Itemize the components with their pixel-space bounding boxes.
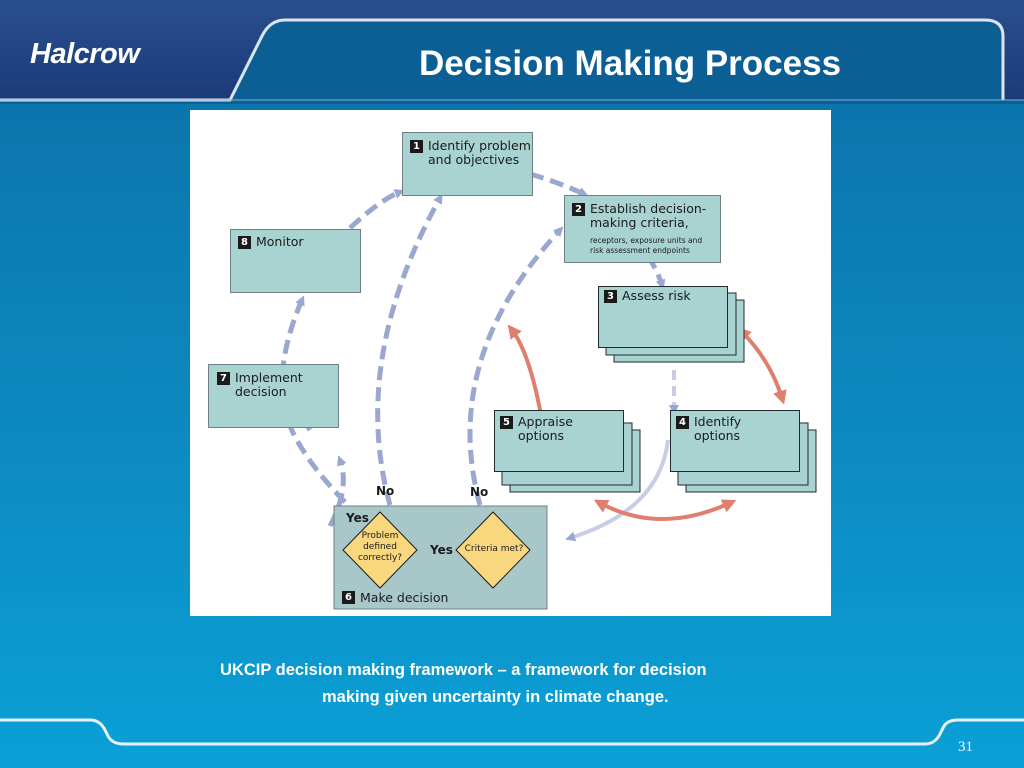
criteria-met-diamond [455, 511, 531, 589]
halcrow-logo: Halcrow [30, 38, 140, 70]
no-loop-arrows [375, 193, 564, 506]
slide-header: Halcrow Decision Making Process [0, 0, 1024, 104]
step-6-label: Make decision [360, 590, 449, 605]
step-3-label: Assess risk [622, 288, 691, 303]
step-7-number: 7 [217, 372, 230, 385]
decision-process-diagram: 1 Identify problem and objectives 2 Esta… [190, 110, 831, 616]
yes-label-top: Yes [346, 511, 369, 525]
step-6-number: 6 [342, 591, 355, 604]
step-1-label: Identify problem and objectives [428, 138, 531, 167]
step-8-box [230, 229, 361, 293]
step-2-label: Establish decision- making criteria, [590, 201, 707, 230]
step-2-number: 2 [572, 203, 585, 216]
page-number: 31 [958, 739, 973, 755]
step-5-number: 5 [500, 416, 513, 429]
yes-label-middle: Yes [430, 543, 453, 557]
step-3-box [598, 286, 728, 348]
header-banner-shape [0, 0, 1024, 104]
step-5-box [494, 410, 624, 472]
caption-line-2: making given uncertainty in climate chan… [322, 688, 669, 706]
step-8-label: Monitor [256, 234, 304, 249]
criteria-met-label: Criteria met? [464, 544, 524, 554]
risk-to-decision-arrow [565, 370, 679, 542]
problem-defined-label: Problem defined correctly? [357, 531, 403, 563]
step-3-number: 3 [604, 290, 617, 303]
step-2-box [564, 195, 721, 263]
step-8-number: 8 [238, 236, 251, 249]
problem-defined-diamond [342, 511, 418, 589]
step-5-label: Appraise options [518, 414, 573, 443]
step-4-box [670, 410, 800, 472]
footer-line [0, 718, 1024, 746]
step-7-label: Implement decision [235, 370, 303, 399]
diagram-caption: UKCIP decision making framework – a fram… [180, 657, 845, 711]
step-1-number: 1 [410, 140, 423, 153]
no-label-left: No [376, 484, 395, 498]
caption-line-1: UKCIP decision making framework – a fram… [220, 661, 707, 679]
step-1-box [402, 132, 533, 196]
step-4-number: 4 [676, 416, 689, 429]
page-title: Decision Making Process [418, 44, 842, 83]
no-label-right: No [470, 485, 489, 499]
step-4-label: Identify options [694, 414, 742, 443]
step-2-sublabel: receptors, exposure units and risk asses… [590, 236, 703, 255]
